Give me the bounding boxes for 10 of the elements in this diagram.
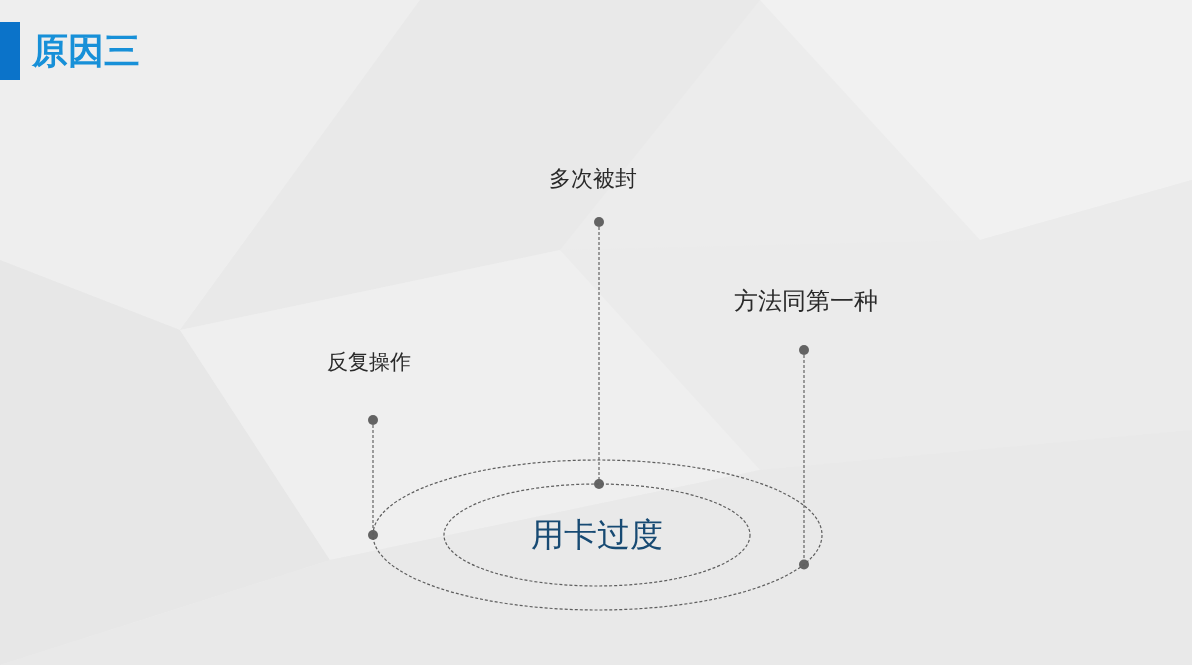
outer-dashed-ellipse — [372, 459, 823, 611]
center-label: 用卡过度 — [531, 515, 663, 555]
center-ellipse — [443, 483, 751, 587]
callout-label: 方法同第一种 — [734, 287, 878, 316]
callout-label: 多次被封 — [549, 166, 637, 193]
leader-line — [594, 217, 604, 489]
leader-line — [799, 345, 809, 570]
callout-label: 反复操作 — [327, 350, 411, 376]
slide-title: 原因三 — [32, 31, 140, 71]
leader-line — [368, 415, 378, 540]
